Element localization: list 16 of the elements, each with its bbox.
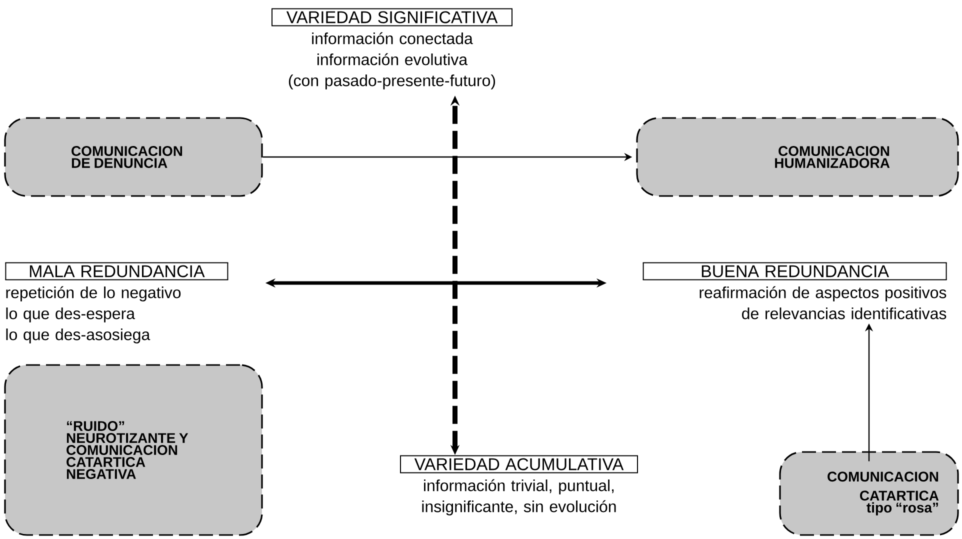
body-text: información trivial, puntual, insignificante, sin evolución <box>422 479 616 516</box>
rounded-box: COMUNICACION CATARTICA tipo “rosa” <box>779 451 959 536</box>
rounded-box: “RUIDO” NEUROTIZANTE Y COMUNICACION CATARTICA NEGATIVA <box>4 364 263 536</box>
rounded-box: COMUNICACION DE DENUNCIA <box>4 117 263 197</box>
body-text: reafirmación de aspectos positivos de relevancias identificativas <box>700 286 946 320</box>
body-text: (con pasado-presente-futuro) <box>288 74 496 90</box>
heading-box: BUENA REDUNDANCIA <box>642 262 948 280</box>
body-text: repetición de lo negativo <box>6 286 181 302</box>
heading-box: VARIEDAD SIGNIFICATIVA <box>271 8 513 26</box>
body-text: lo que des-espera <box>6 307 136 322</box>
body-text: información conectada <box>312 32 473 44</box>
body-text: lo que des-asosiega <box>6 328 150 344</box>
heading-box: VARIEDAD ACUMULATIVA <box>400 455 638 474</box>
rounded-box: COMUNICACION HUMANIZADORA <box>636 117 959 197</box>
body-text: información evolutiva <box>317 53 468 66</box>
heading-box: MALA REDUNDANCIA <box>4 262 229 280</box>
